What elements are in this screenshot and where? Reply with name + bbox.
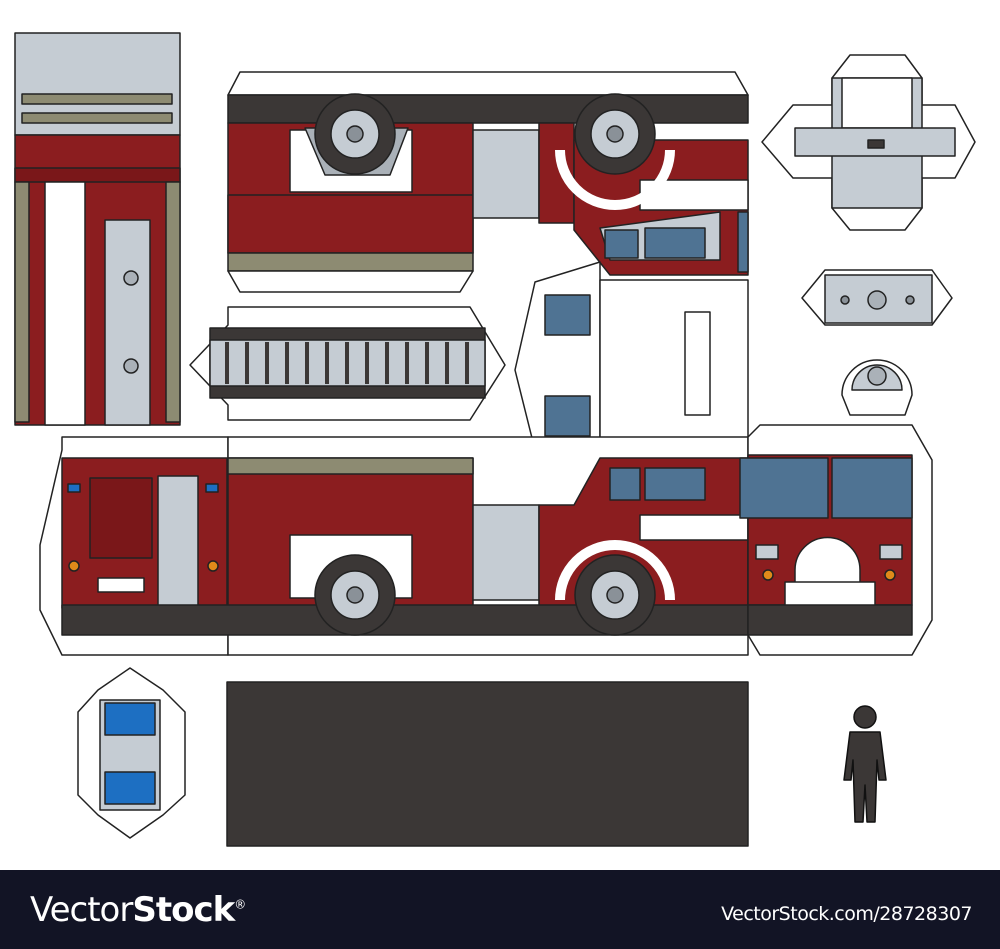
side-panel-bottom (39, 436, 749, 656)
registered-mark: ® (234, 897, 246, 912)
fire-truck-paper-model (14, 32, 976, 847)
image-url: VectorStock.com/28728307 (721, 903, 972, 925)
base-plate (226, 681, 749, 847)
logo-part2: Stock (132, 890, 235, 930)
ladder-piece (189, 306, 506, 421)
cab-roof-piece (514, 261, 749, 469)
side-panel-top (227, 71, 749, 293)
vectorstock-logo: VectorStock® (30, 890, 246, 930)
logo-part1: Vector (30, 890, 133, 930)
light-bar-piece (77, 667, 186, 839)
light-dome-piece (841, 359, 913, 416)
bumper-piece (801, 269, 953, 326)
roof-light-piece (761, 54, 976, 231)
person-silhouette (843, 705, 887, 823)
watermark-bar: VectorStock® VectorStock.com/28728307 (0, 870, 1000, 949)
rear-roof-piece (14, 32, 181, 426)
front-piece (739, 424, 933, 656)
